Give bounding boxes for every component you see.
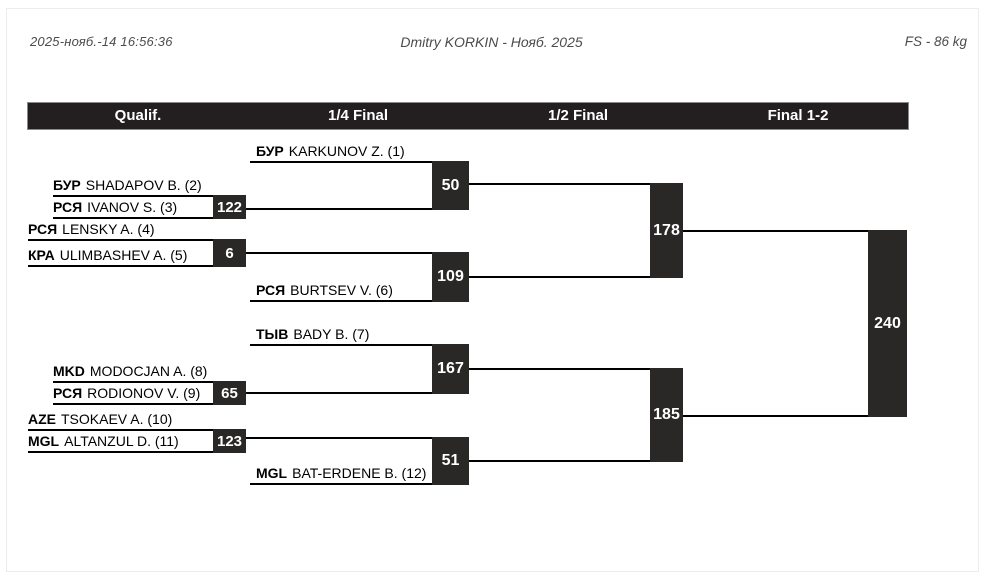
player-name: ULIMBASHEV A. (5) bbox=[59, 247, 188, 263]
match-178-number: 178 bbox=[650, 183, 683, 278]
country-code: ТЫВ bbox=[256, 326, 289, 342]
player-name: TSOKAEV A. (10) bbox=[61, 411, 173, 427]
match-51-number: 51 bbox=[432, 437, 469, 485]
bracket-line-altanzul bbox=[28, 451, 246, 453]
match-109-number: 109 bbox=[432, 252, 469, 302]
page-title: Dmitry KORKIN - Нояб. 2025 bbox=[400, 34, 583, 50]
bracket-line-winner-167 bbox=[469, 368, 650, 370]
round-header-final: Final 1-2 bbox=[767, 107, 829, 124]
bracket-line-burtsev bbox=[250, 300, 432, 302]
timestamp: 2025-нояб.-14 16:56:36 bbox=[30, 34, 173, 49]
match-50-number: 50 bbox=[432, 161, 469, 210]
bracket-line-ivanov bbox=[53, 217, 246, 219]
country-code: MKD bbox=[53, 363, 85, 379]
player-tsokaev: AZE TSOKAEV A. (10) bbox=[28, 410, 172, 428]
bracket-line-ulimbashev bbox=[28, 265, 246, 267]
bracket-line-karkunov bbox=[250, 161, 432, 163]
bracket-line-tsokaev bbox=[28, 429, 246, 431]
round-header-bar: Qualif. 1/4 Final 1/2 Final Final 1-2 bbox=[27, 102, 909, 130]
bracket-line-modocjan bbox=[53, 381, 246, 383]
bracket-line-winner-50 bbox=[469, 183, 650, 185]
match-122-number: 122 bbox=[213, 195, 246, 219]
country-code: РСЯ bbox=[256, 282, 286, 298]
bracket-line-winner-6 bbox=[246, 252, 432, 254]
country-code: AZE bbox=[28, 411, 56, 427]
player-name: MODOCJAN A. (8) bbox=[89, 363, 208, 379]
weight-class: FS - 86 kg bbox=[904, 34, 967, 49]
country-code: БУР bbox=[256, 143, 284, 159]
match-240-number: 240 bbox=[868, 230, 907, 417]
bracket-line-shadapov bbox=[53, 195, 246, 197]
player-name: BAT-ERDENE B. (12) bbox=[292, 465, 427, 481]
player-name: RODIONOV V. (9) bbox=[87, 385, 201, 401]
player-name: KARKUNOV Z. (1) bbox=[288, 143, 405, 159]
bracket-line-winner-178 bbox=[683, 230, 868, 232]
player-name: IVANOV S. (3) bbox=[87, 199, 178, 215]
player-name: LENSKY A. (4) bbox=[62, 221, 155, 237]
bracket-line-winner-65 bbox=[246, 392, 432, 394]
bracket-line-lensky bbox=[28, 239, 246, 241]
country-code: РСЯ bbox=[28, 221, 58, 237]
player-name: SHADAPOV B. (2) bbox=[85, 177, 202, 193]
bracket-line-winner-123 bbox=[246, 437, 432, 439]
bracket-line-winner-122 bbox=[246, 208, 432, 210]
country-code: РСЯ bbox=[53, 385, 83, 401]
country-code: КРА bbox=[28, 247, 55, 263]
country-code: БУР bbox=[53, 177, 81, 193]
country-code: РСЯ bbox=[53, 199, 83, 215]
bracket-line-winner-109 bbox=[469, 276, 650, 278]
player-name: ALTANZUL D. (11) bbox=[64, 433, 179, 449]
bracket-line-bat-erdene bbox=[250, 483, 432, 485]
match-185-number: 185 bbox=[650, 368, 683, 462]
match-167-number: 167 bbox=[432, 344, 469, 394]
bracket-line-winner-51 bbox=[469, 460, 650, 462]
bracket-line-rodionov bbox=[53, 403, 246, 405]
match-65-number: 65 bbox=[213, 381, 246, 405]
country-code: MGL bbox=[28, 433, 60, 449]
round-header-qualif: Qualif. bbox=[114, 107, 162, 124]
country-code: MGL bbox=[256, 465, 288, 481]
bracket-line-bady bbox=[250, 344, 432, 346]
player-name: BURTSEV V. (6) bbox=[290, 282, 393, 298]
round-header-semi: 1/2 Final bbox=[547, 107, 609, 124]
page-border bbox=[6, 8, 979, 572]
match-123-number: 123 bbox=[213, 429, 246, 453]
match-6-number: 6 bbox=[213, 239, 246, 267]
round-header-quarter: 1/4 Final bbox=[327, 107, 389, 124]
player-name: BADY B. (7) bbox=[293, 326, 370, 342]
bracket-line-winner-185 bbox=[683, 415, 868, 417]
